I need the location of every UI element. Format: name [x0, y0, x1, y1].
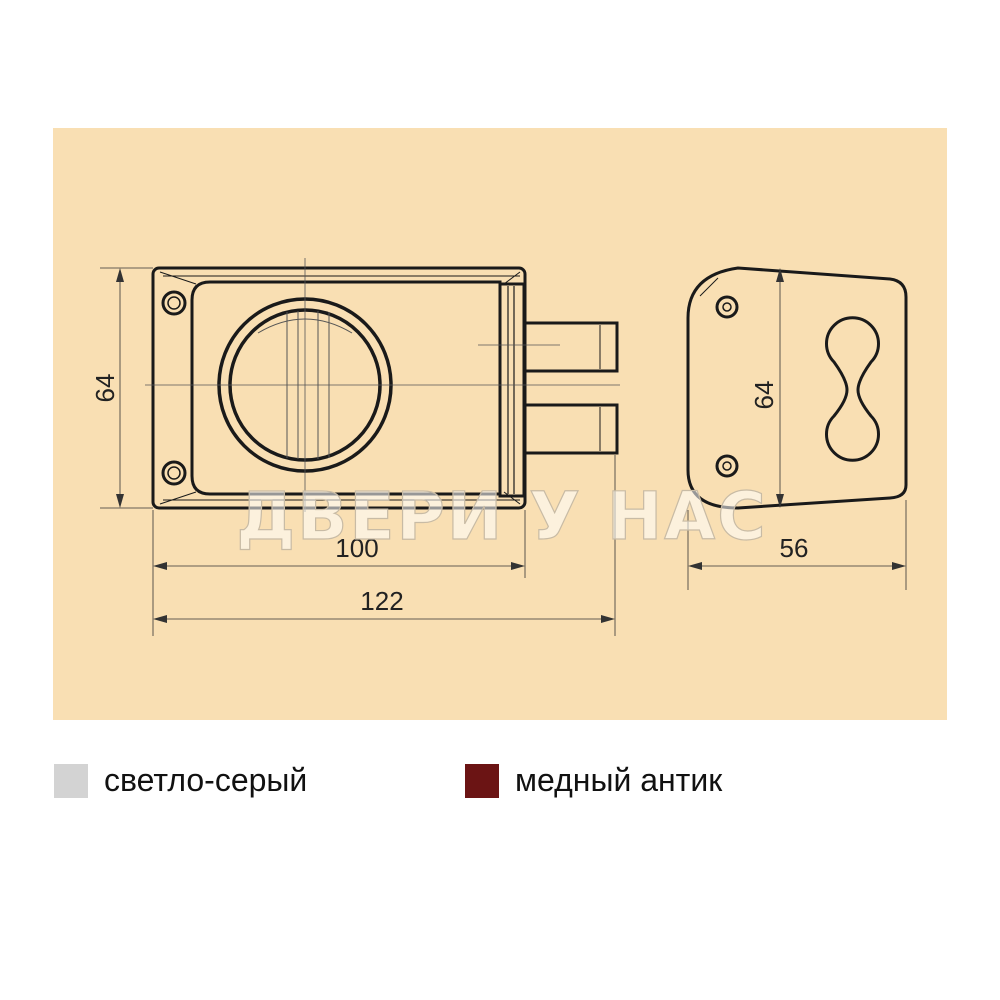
lock-end-plate — [498, 282, 526, 498]
screw-icon — [161, 460, 187, 486]
legend-label: светло-серый — [104, 762, 308, 798]
side-dimensions — [687, 268, 907, 590]
screw-icon — [161, 290, 187, 316]
legend-item-antique-copper: медный антик — [465, 762, 722, 799]
color-swatch — [54, 763, 88, 798]
watermark: ДВЕРИ У НАС — [236, 478, 767, 555]
front-view — [145, 258, 620, 512]
color-swatch — [465, 763, 499, 798]
side-view — [686, 266, 908, 510]
keyhole-icon — [825, 316, 880, 462]
legend-item-light-gray: светло-серый — [54, 762, 307, 799]
screw-icon — [715, 454, 739, 478]
side-body — [686, 266, 908, 510]
dimension-front-height: 64 — [90, 374, 120, 403]
dimension-side-height: 64 — [749, 381, 779, 410]
dimension-inner-width: 100 — [335, 533, 378, 563]
legend-label: медный антик — [515, 762, 723, 798]
lock-bolt — [522, 403, 619, 455]
lock-cover-inner — [190, 280, 502, 496]
dimension-total-width: 122 — [360, 586, 403, 616]
screw-icon — [715, 295, 739, 319]
front-dimensions — [100, 267, 616, 636]
dimension-side-width: 56 — [780, 533, 809, 563]
lock-bolt — [522, 321, 619, 373]
